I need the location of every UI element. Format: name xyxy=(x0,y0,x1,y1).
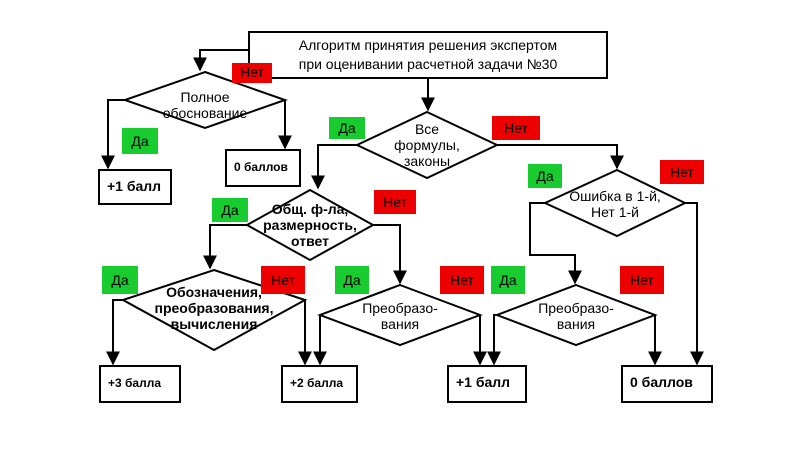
node-general-formula-line2: размерность, xyxy=(263,217,357,233)
result-plus-2: +2 балла xyxy=(290,376,344,390)
result-plus-3: +3 балла xyxy=(108,376,162,390)
node-notation-line2: преобразования, xyxy=(154,300,274,316)
connector-error-no xyxy=(685,202,704,366)
connector-error-yes xyxy=(529,202,582,285)
result-plus-1-bottom: +1 балл xyxy=(456,374,511,390)
title-box xyxy=(248,31,608,79)
node-all-formulas-line1: Все xyxy=(414,121,440,137)
diamond-error-first xyxy=(542,168,688,238)
connector-notation-yes xyxy=(106,299,123,366)
node-error-first: Ошибка в 1-й, Нет 1-й xyxy=(545,188,685,220)
connector-general-yes xyxy=(203,224,247,270)
badge-no-notation: Нет xyxy=(261,266,305,294)
node-all-formulas-line3: законы xyxy=(403,153,451,169)
diamond-all-formulas xyxy=(354,110,500,180)
connector-general-no xyxy=(373,224,407,285)
node-transform-right: Преобразо- вания xyxy=(497,300,655,332)
result-box-5 xyxy=(447,365,527,403)
node-transform-left: Преобразо- вания xyxy=(320,300,480,332)
result-box-4 xyxy=(281,365,358,403)
node-general-formula-line3: ответ xyxy=(291,233,329,249)
result-box-1 xyxy=(98,169,172,205)
node-full-justification-line1: Полное xyxy=(180,89,230,105)
result-box-2 xyxy=(225,149,301,187)
connector-transform-right-yes xyxy=(487,314,501,366)
badge-yes-error: Да xyxy=(528,164,562,188)
diamond-general-formula xyxy=(244,188,376,262)
node-general-formula-line1: Общ. ф-ла, xyxy=(271,201,349,217)
node-error-first-line2: Нет 1-й xyxy=(590,204,639,220)
node-transform-right-line1: Преобразо- xyxy=(538,300,614,316)
result-box-3 xyxy=(99,365,181,403)
connector-formulas-yes xyxy=(311,144,357,190)
node-all-formulas: Все формулы, законы xyxy=(357,121,497,169)
badge-no-full: Нет xyxy=(232,63,272,83)
badge-no-transform-left: Нет xyxy=(440,266,484,294)
connector-title-left xyxy=(193,49,249,72)
badge-no-transform-right: Нет xyxy=(620,266,664,294)
connector-full-yes xyxy=(101,99,125,170)
node-general-formula: Общ. ф-ла, размерность, ответ xyxy=(247,201,373,249)
diagram-title-line2: при оценивании расчетной задачи №30 xyxy=(298,56,558,72)
badge-yes-notation: Да xyxy=(102,266,138,294)
node-error-first-line1: Ошибка в 1-й, xyxy=(569,188,661,204)
node-all-formulas-line2: формулы, xyxy=(394,137,460,153)
node-full-justification: Полное обоснование xyxy=(125,89,285,121)
node-transform-left-line2: вания xyxy=(380,316,420,332)
connector-formulas-no xyxy=(497,144,624,170)
badge-yes-general: Да xyxy=(212,198,248,222)
badge-no-error: Нет xyxy=(660,160,704,184)
diamond-transform-right xyxy=(494,283,658,347)
badge-yes-full: Да xyxy=(122,128,158,154)
diagram-title: Алгоритм принятия решения экспертом при … xyxy=(249,36,607,74)
node-notation-line3: вычисления xyxy=(170,316,258,332)
badge-yes-formulas: Да xyxy=(329,117,365,139)
result-0-top: 0 баллов xyxy=(234,160,288,174)
diamond-transform-left xyxy=(317,283,483,347)
node-notation-line1: Обозначения, xyxy=(166,284,262,300)
diagram-title-line1: Алгоритм принятия решения экспертом xyxy=(298,37,558,53)
node-transform-right-line2: вания xyxy=(556,316,596,332)
badge-yes-transform-left: Да xyxy=(335,266,369,294)
node-transform-left-line1: Преобразо- xyxy=(362,300,438,316)
result-box-6 xyxy=(621,365,713,403)
result-plus-1-top: +1 балл xyxy=(107,178,162,194)
diamond-full-justification xyxy=(121,70,289,130)
node-notation: Обозначения, преобразования, вычисления xyxy=(123,284,305,332)
badge-yes-transform-right: Да xyxy=(491,266,525,294)
badge-no-formulas: Нет xyxy=(492,116,540,140)
node-full-justification-line2: обоснование xyxy=(162,105,248,121)
badge-no-general: Нет xyxy=(374,190,416,214)
result-0-bottom: 0 баллов xyxy=(630,374,693,390)
